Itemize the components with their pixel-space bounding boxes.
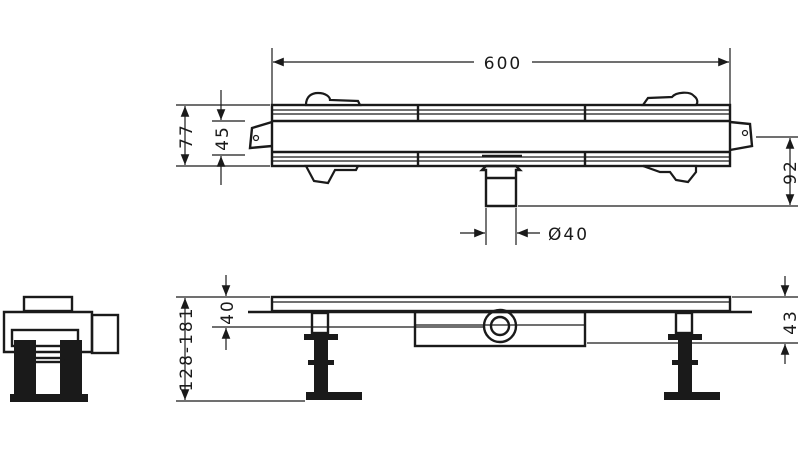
clamp-top-left bbox=[304, 91, 362, 107]
dimension-length: 600 bbox=[484, 54, 522, 74]
support-foot-right bbox=[664, 311, 720, 400]
mounting-bracket-right bbox=[729, 120, 754, 152]
dimension-outlet-diameter: Ø40 bbox=[548, 225, 589, 245]
dimension-height-range: 128-181 bbox=[177, 306, 197, 391]
top-view: 600 77 45 92 Ø40 bbox=[176, 48, 800, 245]
dimension-outlet-center: 43 bbox=[781, 309, 800, 335]
dimension-outlet-depth: 92 bbox=[781, 159, 800, 185]
clamp-top-right bbox=[640, 91, 699, 107]
dimension-inner-width: 45 bbox=[213, 125, 233, 151]
mounting-bracket-left bbox=[248, 120, 273, 150]
dimension-outer-width: 77 bbox=[177, 123, 197, 149]
clamp-bottom-left bbox=[304, 164, 360, 185]
support-foot-left bbox=[304, 311, 362, 400]
outlet-pipe bbox=[479, 154, 523, 208]
end-view bbox=[2, 295, 120, 402]
outlet-housing bbox=[413, 308, 587, 348]
dimension-channel-depth: 40 bbox=[218, 299, 238, 325]
clamp-bottom-right bbox=[642, 164, 698, 184]
side-view: 128-181 40 43 bbox=[176, 275, 800, 402]
